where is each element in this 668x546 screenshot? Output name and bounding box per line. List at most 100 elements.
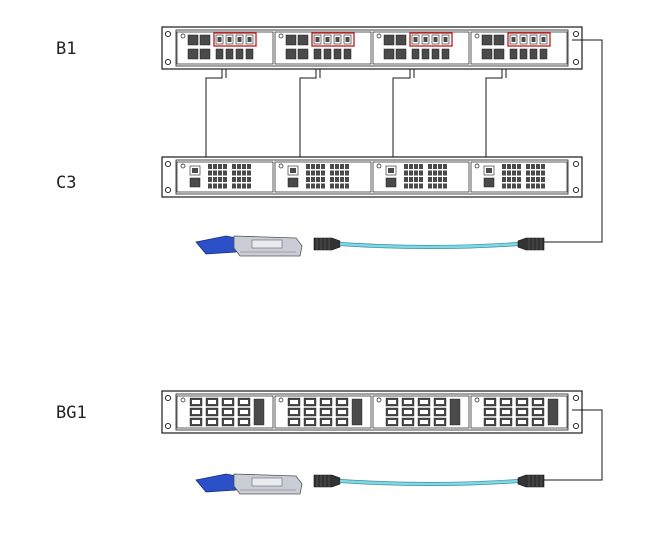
- lc-port-core: [192, 410, 200, 414]
- lc-port-core: [306, 400, 314, 404]
- cable-jacket: [339, 479, 519, 486]
- lc-port-dense: [242, 170, 246, 176]
- lc-port-dense: [404, 183, 408, 189]
- mount-hole-icon: [164, 394, 172, 402]
- lc-port-dense: [306, 164, 310, 169]
- mpo-adapter: [483, 177, 495, 188]
- lc-port: [383, 34, 395, 46]
- lc-port-dense: [311, 183, 315, 189]
- lc-port-dense: [526, 170, 530, 176]
- lc-port-dense: [443, 164, 447, 169]
- lc-port-dense: [428, 183, 432, 189]
- module-slot: [274, 395, 372, 429]
- lc-port-dense: [208, 177, 212, 182]
- lc-port-core: [306, 410, 314, 414]
- lc-port-dense: [218, 164, 222, 169]
- lc-port-core: [247, 37, 252, 42]
- lc-port-core: [240, 420, 248, 424]
- lc-port-dense: [316, 177, 320, 182]
- lc-port-dense: [404, 164, 408, 169]
- lc-port: [199, 48, 211, 60]
- lc-port-core: [486, 400, 494, 404]
- lc-port-core: [436, 410, 444, 414]
- lc-port: [235, 48, 244, 60]
- lc-port-dense: [414, 183, 418, 189]
- lc-port-dense: [223, 177, 227, 182]
- lc-port-dense: [512, 177, 516, 182]
- lc-port-dense: [433, 170, 437, 176]
- lc-port: [481, 48, 493, 60]
- lc-port-dense: [502, 164, 506, 169]
- mount-hole-icon: [572, 394, 580, 402]
- lc-port: [529, 48, 538, 60]
- module-slot: [274, 161, 372, 193]
- lc-port-dense: [526, 164, 530, 169]
- lc-port-core: [502, 420, 510, 424]
- lc-port-dense: [316, 170, 320, 176]
- lc-port-dense: [507, 164, 511, 169]
- lc-port-dense: [414, 170, 418, 176]
- lc-port-core: [404, 400, 412, 404]
- lc-port-core: [237, 37, 242, 42]
- lc-port: [421, 48, 430, 60]
- lc-port-dense: [306, 170, 310, 176]
- highlight-port-group: [311, 32, 355, 47]
- lc-port-dense: [237, 177, 241, 182]
- lc-port-dense: [247, 170, 251, 176]
- lc-port-core: [315, 37, 320, 42]
- lc-port-dense: [414, 177, 418, 182]
- lc-port-core: [420, 420, 428, 424]
- lc-port-core: [290, 420, 298, 424]
- lc-port-core: [338, 410, 346, 414]
- lc-port-core: [518, 410, 526, 414]
- lc-port-core: [322, 410, 330, 414]
- lc-port-dense: [531, 164, 535, 169]
- mpo-connector-left: [313, 474, 341, 488]
- lc-port-dense: [237, 164, 241, 169]
- lc-port: [509, 48, 518, 60]
- mount-hole-icon: [164, 58, 172, 66]
- lc-port-dense: [345, 183, 349, 189]
- lc-port-dense: [242, 164, 246, 169]
- mpo-connector-right: [517, 474, 545, 488]
- mpo-adapter: [189, 177, 201, 188]
- lc-port-dense: [340, 164, 344, 169]
- lc-port: [395, 48, 407, 60]
- lc-port: [199, 34, 211, 46]
- module-screw-icon: [376, 397, 382, 403]
- mount-hole-icon: [572, 58, 580, 66]
- lc-port-dense: [237, 170, 241, 176]
- lc-port-core: [388, 410, 396, 414]
- lc-port-dense: [232, 164, 236, 169]
- lc-port-dense: [531, 183, 535, 189]
- lc-port-dense: [232, 183, 236, 189]
- lc-port-dense: [541, 164, 545, 169]
- lc-port-dense: [306, 183, 310, 189]
- module-slot: [470, 31, 568, 65]
- lc-port-dense: [218, 183, 222, 189]
- lc-port-dense: [541, 177, 545, 182]
- lc-port-dense: [330, 177, 334, 182]
- lc-port-dense: [237, 183, 241, 189]
- lc-port: [225, 48, 234, 60]
- lc-port-dense: [414, 164, 418, 169]
- link-line: [392, 69, 411, 157]
- lc-port-core: [443, 37, 448, 42]
- lc-port-dense: [404, 170, 408, 176]
- lc-port-core: [433, 37, 438, 42]
- module-screw-icon: [180, 33, 186, 39]
- lc-port-dense: [321, 164, 325, 169]
- lc-port-core: [208, 400, 216, 404]
- lc-port-dense: [433, 177, 437, 182]
- lc-port-dense: [526, 183, 530, 189]
- lc-port-dense: [428, 170, 432, 176]
- lc-port-dense: [247, 164, 251, 169]
- lc-port-block: [351, 398, 363, 426]
- lc-port-dense: [443, 177, 447, 182]
- lc-port-dense: [330, 183, 334, 189]
- lc-port: [313, 48, 322, 60]
- lc-port: [441, 48, 450, 60]
- transceiver-label: [251, 477, 283, 487]
- lc-port-core: [224, 420, 232, 424]
- lc-port-dense: [517, 183, 521, 189]
